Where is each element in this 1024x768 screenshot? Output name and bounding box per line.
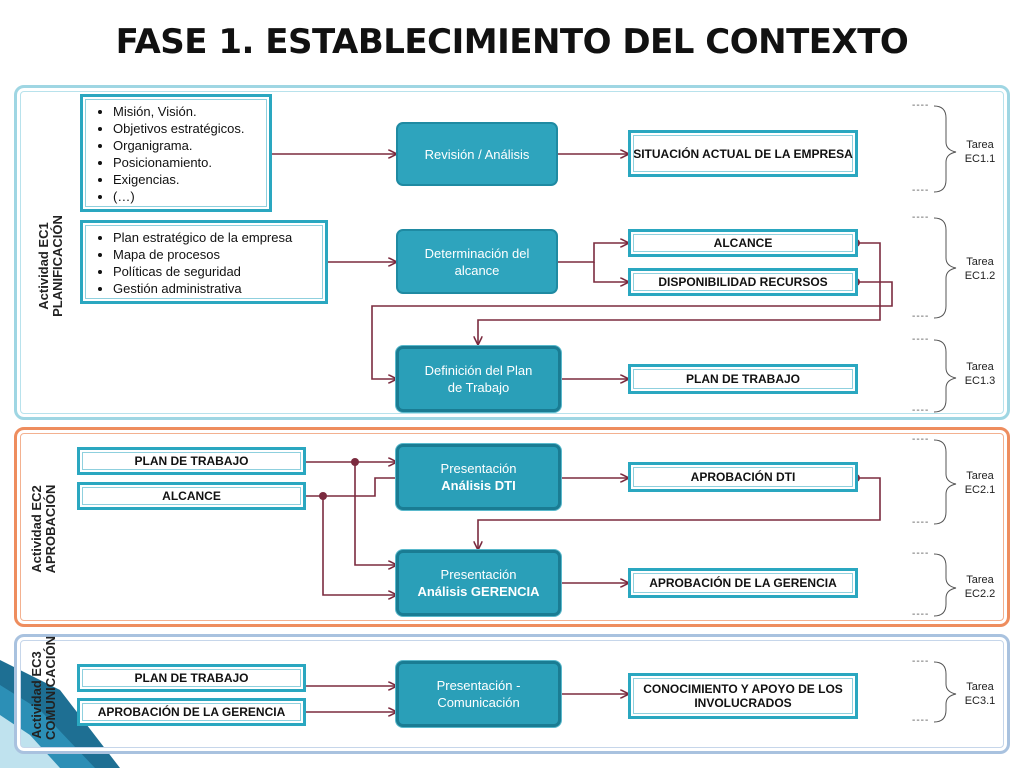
dash-marker: ---- — [912, 405, 930, 416]
process-label: de Trabajo — [447, 380, 510, 395]
process-label: Revisión / Análisis — [424, 146, 530, 162]
junction-dot-alcance-ec2 — [319, 492, 327, 500]
brace-ec2-1 — [933, 439, 957, 525]
output-situacion-actual: SITUACIÓN ACTUAL DE LA EMPRESA — [628, 130, 858, 177]
dash-marker: ---- — [912, 517, 930, 528]
panel-ec3-comunicacion — [14, 634, 1010, 754]
arrow-determinacion-to-alcance — [558, 243, 628, 263]
arrow-alcance-feedback — [478, 242, 881, 344]
process-label: Análisis DTI — [441, 478, 516, 493]
list-item: Gestión administrativa — [113, 280, 317, 297]
arrow-alcance-to-gerencia — [322, 496, 396, 595]
list-item: Mapa de procesos — [113, 246, 317, 263]
dash-marker: ---- — [912, 434, 930, 445]
dash-marker: ---- — [912, 311, 930, 322]
list-item: Políticas de seguridad — [113, 263, 317, 280]
output-plan-trabajo: PLAN DE TRABAJO — [628, 364, 858, 394]
arrow-aprob-dti-feedback — [478, 477, 881, 549]
brace-ec1-1 — [933, 105, 957, 193]
process-label: alcance — [454, 262, 500, 278]
output-aprobacion-gerencia: APROBACIÓN DE LA GERENCIA — [628, 568, 858, 598]
process-definicion-plan: Definición del Plan de Trabajo — [396, 346, 561, 412]
brace-ec2-2 — [933, 553, 957, 617]
brace-ec3-1 — [933, 661, 957, 723]
process-determinacion-alcance: Determinación del alcance — [396, 229, 558, 294]
input-plan-trabajo-ec3: PLAN DE TRABAJO — [77, 664, 306, 692]
output-conocimiento-apoyo: CONOCIMIENTO Y APOYO DE LOS INVOLUCRADOS — [628, 673, 858, 719]
arrow-determinacion-to-disponibilidad — [593, 262, 628, 282]
input-list-ec1-1: Misión, Visión. Objetivos estratégicos. … — [80, 94, 272, 212]
process-label: Definición del Plan — [424, 363, 533, 378]
list-item: Misión, Visión. — [113, 103, 261, 120]
arrow-disponibilidad-feedback — [371, 281, 893, 379]
dash-marker: ---- — [912, 185, 930, 196]
input-list-ec1-2: Plan estratégico de la empresa Mapa de p… — [80, 220, 328, 304]
process-label: Comunicación — [437, 695, 520, 710]
list-item: Plan estratégico de la empresa — [113, 229, 317, 246]
input-aprobacion-gerencia-ec3: APROBACIÓN DE LA GERENCIA — [77, 698, 306, 726]
brace-ec1-2 — [933, 217, 957, 319]
dash-marker: ---- — [912, 100, 930, 111]
junction-dot-plan-ec2 — [351, 458, 359, 466]
panel-ec1-planificacion — [14, 85, 1010, 420]
process-label: Análisis GERENCIA — [417, 584, 540, 599]
list-item: Exigencias. — [113, 171, 261, 188]
list-item: (…) — [113, 188, 261, 205]
dash-marker: ---- — [912, 548, 930, 559]
output-disponibilidad-recursos: DISPONIBILIDAD RECURSOS — [628, 268, 858, 296]
output-alcance: ALCANCE — [628, 229, 858, 257]
panel-ec2-aprobacion — [14, 427, 1010, 627]
dash-marker: ---- — [912, 715, 930, 726]
process-label: Presentación — [440, 567, 517, 582]
dash-marker: ---- — [912, 656, 930, 667]
dash-marker: ---- — [912, 609, 930, 620]
process-presentacion-dti: Presentación Análisis DTI — [396, 444, 561, 510]
process-revision-analisis: Revisión / Análisis — [396, 122, 558, 186]
list-item: Objetivos estratégicos. — [113, 120, 261, 137]
process-presentacion-comunicacion: Presentación - Comunicación — [396, 661, 561, 727]
arrow-alcance-to-dti — [305, 477, 396, 497]
list-item: Posicionamiento. — [113, 154, 261, 171]
input-alcance-ec2: ALCANCE — [77, 482, 306, 510]
output-aprobacion-dti: APROBACIÓN DTI — [628, 462, 858, 492]
process-label: Presentación - — [436, 678, 521, 693]
process-label: Presentación — [440, 461, 517, 476]
brace-ec1-3 — [933, 339, 957, 413]
process-presentacion-gerencia: Presentación Análisis GERENCIA — [396, 550, 561, 616]
list-item: Organigrama. — [113, 137, 261, 154]
dash-marker: ---- — [912, 334, 930, 345]
process-label: Determinación del — [424, 245, 530, 261]
input-plan-trabajo-ec2: PLAN DE TRABAJO — [77, 447, 306, 475]
dash-marker: ---- — [912, 212, 930, 223]
page-title: FASE 1. ESTABLECIMIENTO DEL CONTEXTO — [115, 22, 909, 62]
